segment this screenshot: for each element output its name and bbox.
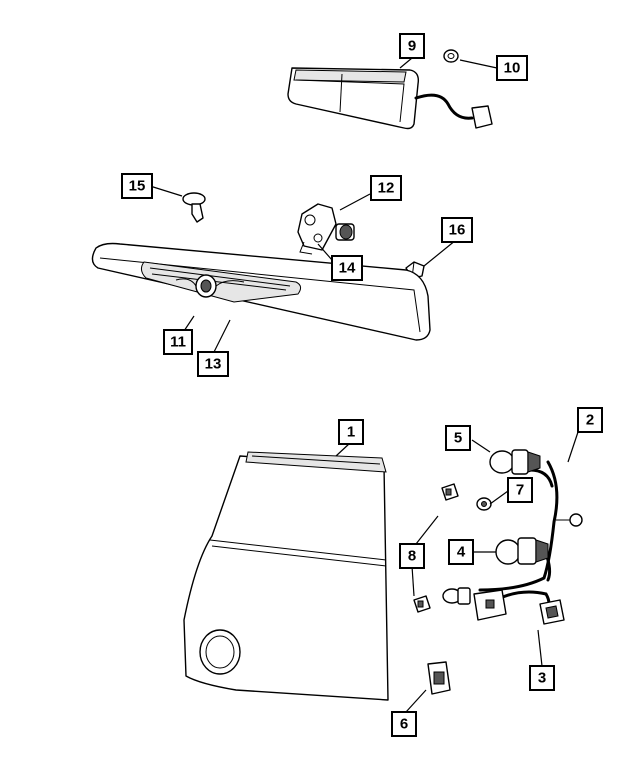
callout-8: 8 <box>399 543 425 569</box>
high-mount-stop-lamp <box>287 67 493 130</box>
callout-15: 15 <box>121 173 153 199</box>
callout-6: 6 <box>391 711 417 737</box>
bulb-socket <box>427 661 451 695</box>
callout-13: 13 <box>197 351 229 377</box>
svg-text:10: 10 <box>504 60 521 77</box>
callout-5: 5 <box>445 425 471 451</box>
side-marker-socket <box>539 599 565 625</box>
svg-text:3: 3 <box>538 670 546 687</box>
svg-text:2: 2 <box>586 412 594 429</box>
svg-text:16: 16 <box>449 222 466 239</box>
callout-10: 10 <box>496 55 528 81</box>
callout-12: 12 <box>370 175 402 201</box>
svg-text:4: 4 <box>457 544 466 561</box>
callout-4: 4 <box>448 539 474 565</box>
tail-lamp <box>183 451 389 701</box>
liftgate-switch <box>297 203 355 255</box>
retainer-clip-upper <box>441 483 459 501</box>
bulb-lower <box>442 587 471 605</box>
svg-text:13: 13 <box>205 356 222 373</box>
svg-text:15: 15 <box>129 178 146 195</box>
callout-7: 7 <box>507 477 533 503</box>
liftgate-applique <box>91 242 431 341</box>
svg-text:8: 8 <box>408 548 416 565</box>
svg-text:14: 14 <box>339 260 356 277</box>
retainer-clip-lower <box>413 595 431 613</box>
push-pin <box>182 192 206 223</box>
svg-text:9: 9 <box>408 38 416 55</box>
bulb-upper <box>489 449 541 475</box>
screw <box>476 497 492 511</box>
svg-text:11: 11 <box>170 334 186 351</box>
svg-text:6: 6 <box>400 716 408 733</box>
svg-text:1: 1 <box>347 424 355 441</box>
bulb-middle <box>495 537 549 565</box>
callout-1: 1 <box>338 419 364 445</box>
callout-11: 11 <box>163 329 193 355</box>
svg-text:5: 5 <box>454 430 462 447</box>
leader-lines <box>149 57 579 713</box>
callout-2: 2 <box>577 407 603 433</box>
callout-14: 14 <box>331 255 363 281</box>
svg-text:12: 12 <box>378 180 395 197</box>
callout-9: 9 <box>399 33 425 59</box>
grommet <box>443 49 459 63</box>
harness-connector <box>473 589 507 621</box>
svg-text:7: 7 <box>516 482 524 499</box>
callout-3: 3 <box>529 665 555 691</box>
callout-16: 16 <box>441 217 473 243</box>
